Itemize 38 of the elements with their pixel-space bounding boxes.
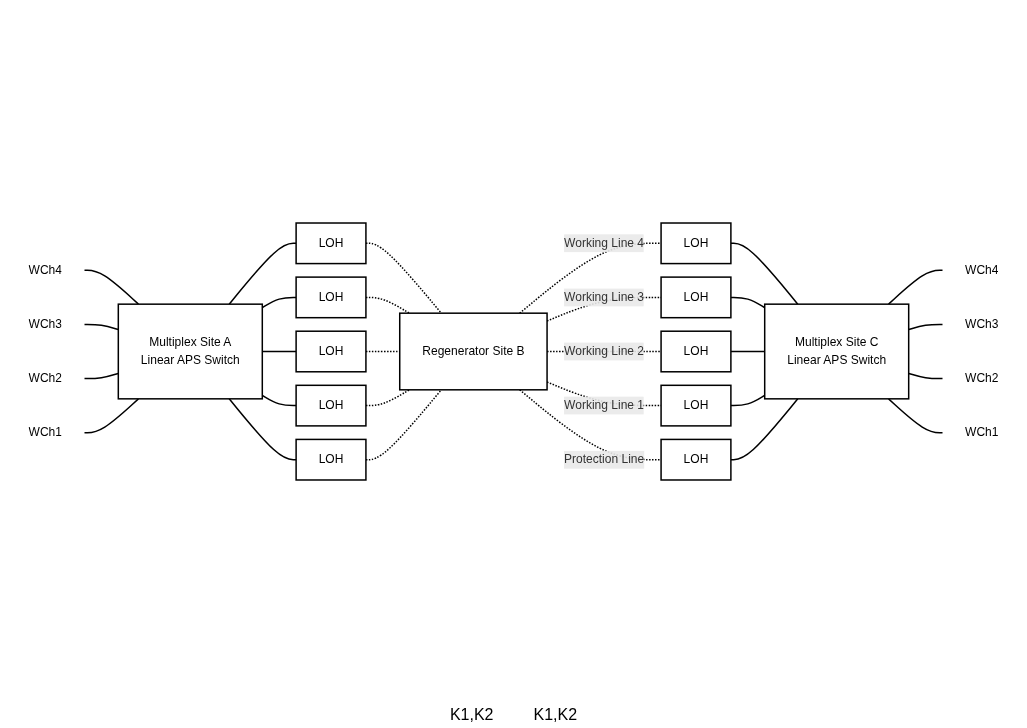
node-box: Regenerator Site B xyxy=(399,311,548,391)
edge-label: Working Line 1 xyxy=(564,398,645,412)
node-text: WCh1 xyxy=(28,425,62,439)
node-box: Multiplex Site A Linear APS Switch xyxy=(117,302,264,400)
connector xyxy=(83,269,140,305)
node-box: LOH xyxy=(295,384,367,427)
node-box: Multiplex Site C Linear APS Switch xyxy=(763,302,910,400)
note-label: K1,K2 xyxy=(449,706,494,724)
node-box: LOH xyxy=(660,275,732,318)
edge-label: Working Line 4 xyxy=(564,236,645,249)
connector xyxy=(730,242,799,305)
edge-label: Protection Line xyxy=(563,452,645,466)
node-text: WCh3 xyxy=(965,317,999,330)
edge-label: Working Line 2 xyxy=(564,344,645,358)
connector xyxy=(730,397,799,460)
node-box: LOH xyxy=(660,329,732,373)
connector xyxy=(83,397,140,433)
edge-label: Working Line 3 xyxy=(564,290,645,303)
node-box: LOH xyxy=(295,275,367,318)
connector xyxy=(887,269,944,305)
node-text: WCh2 xyxy=(28,371,62,385)
node-text: WCh4 xyxy=(965,263,999,276)
node-box: LOH xyxy=(660,221,732,264)
connector xyxy=(228,397,297,460)
connector xyxy=(730,394,766,406)
node-box: LOH xyxy=(295,438,367,481)
node-text: WCh2 xyxy=(965,371,999,385)
node-text: WCh4 xyxy=(28,263,62,276)
note-label: K1,K2 xyxy=(533,706,578,724)
node-box: LOH xyxy=(295,221,367,264)
connector xyxy=(887,397,944,433)
connector xyxy=(228,242,297,305)
node-box: LOH xyxy=(660,384,732,427)
node-text: WCh3 xyxy=(28,317,62,330)
node-text: WCh1 xyxy=(965,425,999,439)
connector xyxy=(261,394,297,406)
node-box: LOH xyxy=(295,329,367,373)
node-box: LOH xyxy=(660,438,732,481)
